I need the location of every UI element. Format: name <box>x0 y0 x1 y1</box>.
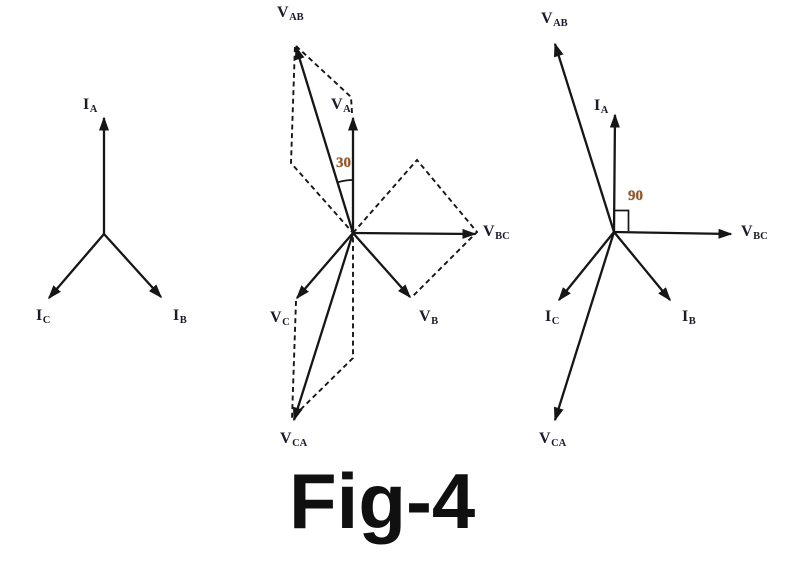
phasor-arrow-ia-2 <box>609 113 620 233</box>
phasor-symbol: I <box>594 97 601 114</box>
phasor-arrow-vab <box>294 45 355 234</box>
phasor-arrow-ib <box>103 233 163 299</box>
phasor-label-vc-mid: VC <box>270 310 290 328</box>
phasor-subscript: AB <box>289 11 304 23</box>
phasor-subscript: C <box>42 314 51 326</box>
phasor-symbol: V <box>277 4 289 21</box>
phasor-label-ia-right: IA <box>594 98 608 116</box>
phasor-label-vbc-right: VBC <box>741 224 768 242</box>
phasor-symbol: I <box>173 307 180 324</box>
right-angle-marker <box>615 209 630 231</box>
phasor-label-ia-left: IA <box>83 97 97 115</box>
phasor-label-vbc-mid: VBC <box>483 224 510 242</box>
phasor-symbol: I <box>36 307 43 324</box>
phasor-arrow-vc <box>296 232 354 300</box>
phasor-label-vb-mid: VB <box>419 309 438 327</box>
angle-30-arc <box>337 179 354 184</box>
phasor-symbol: V <box>419 308 431 325</box>
phasor-subscript: C <box>282 316 290 328</box>
phasor-arrow-vbc-2 <box>613 228 733 239</box>
phasor-symbol: I <box>545 308 552 325</box>
phasor-subscript: AB <box>553 17 568 29</box>
phasor-label-ic-left: IC <box>36 308 50 326</box>
phasor-arrow-vbc <box>352 228 477 239</box>
parallelogram-vbc <box>352 158 479 298</box>
phasor-subscript: B <box>179 314 187 326</box>
phasor-subscript: A <box>343 103 351 115</box>
phasor-subscript: CA <box>292 437 308 449</box>
phasor-label-vca-mid: VCA <box>280 431 307 449</box>
phasor-arrow-ib-2 <box>613 231 671 302</box>
phasor-arrow-vab-2 <box>553 42 616 233</box>
angle-90-label: 90 <box>628 188 643 204</box>
combined-phasor-diagram <box>553 42 733 422</box>
phasor-arrow-vca-2 <box>553 231 616 422</box>
voltage-parallelogram-construction <box>290 42 479 421</box>
figure-caption: Fig-4 <box>289 457 476 545</box>
voltage-phasor-diagram <box>292 45 477 422</box>
phasor-subscript: B <box>688 315 696 327</box>
phasor-arrow-vca <box>292 232 355 422</box>
phasor-symbol: I <box>83 96 90 113</box>
phasor-arrow-ic <box>48 233 105 300</box>
phasor-symbol: V <box>270 309 282 326</box>
phasor-label-ic-right: IC <box>545 309 559 327</box>
phasor-subscript: BC <box>495 230 510 242</box>
parallelogram-vab <box>290 42 354 234</box>
phasor-subscript: BC <box>753 230 768 242</box>
phasor-symbol: V <box>483 223 495 240</box>
phasor-subscript: CA <box>551 437 567 449</box>
phasor-subscript: B <box>431 315 439 327</box>
angle-30-label: 30 <box>336 155 351 171</box>
phasor-label-ib-left: IB <box>173 308 187 326</box>
phasor-subscript: A <box>600 104 609 116</box>
phasor-symbol: V <box>541 10 553 27</box>
phasor-subscript: A <box>89 103 98 115</box>
phasor-label-ib-right: IB <box>682 309 696 327</box>
phasor-label-vab-mid: VAB <box>277 5 304 23</box>
phasor-label-va-mid: VA <box>331 97 351 115</box>
current-phasor-diagram <box>48 116 163 300</box>
phasor-arrow-ic-2 <box>558 231 615 302</box>
phasor-label-vca-right: VCA <box>539 431 566 449</box>
phasor-symbol: I <box>682 308 689 325</box>
phasor-symbol: V <box>280 430 292 447</box>
phasor-symbol: V <box>539 430 551 447</box>
phasor-symbol: V <box>331 96 343 113</box>
phasor-arrow-vb <box>352 232 411 299</box>
phasor-label-vab-right: VAB <box>541 11 568 29</box>
phasor-subscript: C <box>551 315 560 327</box>
phasor-symbol: V <box>741 223 753 240</box>
